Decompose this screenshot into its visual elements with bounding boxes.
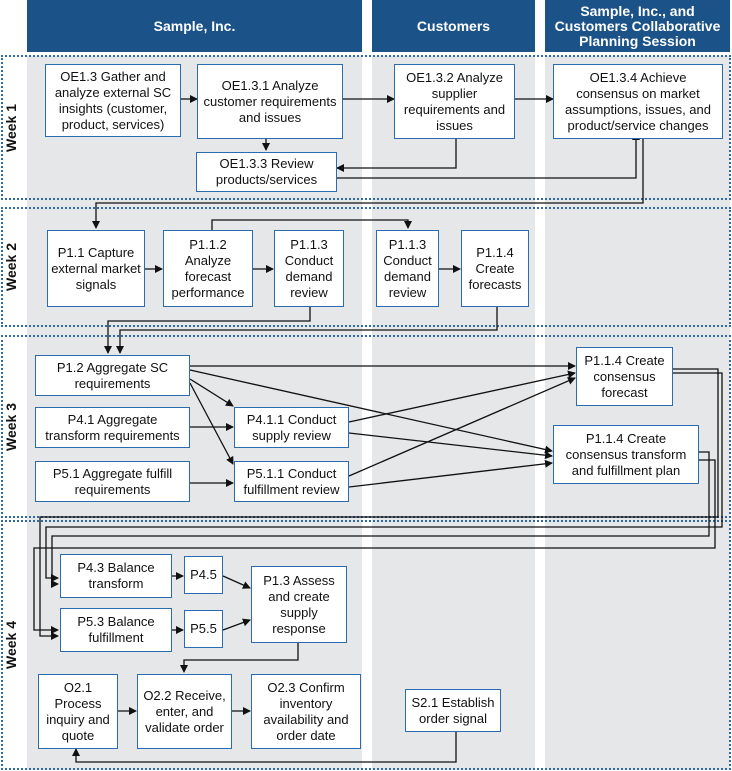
process-box-oe13: OE1.3 Gather and analyze external SC ins… <box>45 64 181 137</box>
week-band-4 <box>1 520 731 770</box>
arrow-oe132-oe133 <box>336 139 457 172</box>
process-box-p114create: P1.1.4 Create forecasts <box>461 230 529 307</box>
arrow-p113a-p12 <box>104 305 311 354</box>
process-box-p11: P1.1 Capture external market signals <box>47 230 145 307</box>
arrow-p114plan-p53 <box>33 459 716 634</box>
process-box-oe133: OE1.3.3 Review products/services <box>196 152 337 192</box>
week-band-1 <box>1 55 731 200</box>
process-box-o21: O2.1 Process inquiry and quote <box>38 674 118 749</box>
process-box-oe131: OE1.3.1 Analyze customer requirements an… <box>197 64 343 139</box>
process-box-p114consensus: P1.1.4 Create consensus forecast <box>576 347 673 406</box>
arrow-p114consensus-p43 <box>39 368 719 640</box>
arrow-p45-p13 <box>222 575 251 589</box>
arrow-p114create-p12 <box>116 307 498 354</box>
process-box-oe132: OE1.3.2 Analyze supplier requirements an… <box>394 64 515 139</box>
column-header-collaborative: Sample, Inc., and Customers Collaborativ… <box>545 0 730 52</box>
process-box-p113b: P1.1.3 Conduct demand review <box>376 230 439 307</box>
process-box-p411: P4.1.1 Conduct supply review <box>234 407 349 448</box>
arrow-oe134-p11 <box>92 139 644 229</box>
process-box-p511: P5.1.1 Conduct fulfillment review <box>234 461 349 502</box>
arrow-p12-p511 <box>189 382 234 465</box>
process-box-o23: O2.3 Confirm inventory availability and … <box>251 674 361 749</box>
week-band-2 <box>1 207 731 327</box>
arrow-p13-o22 <box>180 643 299 673</box>
process-box-p13: P1.3 Assess and create supply response <box>251 566 347 643</box>
column-header-customers: Customers <box>372 0 535 52</box>
arrow-p12-p114plan <box>189 369 553 454</box>
process-box-p53: P5.3 Balance fulfillment <box>60 608 172 652</box>
arrow-p114plan-p43 <box>51 451 710 588</box>
arrow-p411-p114consensus <box>348 370 576 423</box>
process-box-p113a: P1.1.3 Conduct demand review <box>274 230 344 307</box>
arrow-p112-p113b <box>211 219 412 230</box>
arrow-p114consensus-p53 <box>45 372 723 582</box>
arrow-s21-o21 <box>72 732 457 763</box>
process-box-p114plan: P1.1.4 Create consensus transform and fu… <box>553 425 699 484</box>
process-box-p12: P1.2 Aggregate SC requirements <box>35 355 190 396</box>
arrow-p511-p114consensus <box>348 377 576 477</box>
process-box-p43: P4.3 Balance transform <box>60 554 172 598</box>
process-box-oe134: OE1.3.4 Achieve consensus on market assu… <box>553 64 723 139</box>
arrow-oe133-oe134 <box>337 132 640 179</box>
process-box-p112: P1.1.2 Analyze forecast performance <box>163 230 253 307</box>
process-box-s21: S2.1 Establish order signal <box>405 689 501 732</box>
column-header-sample-inc: Sample, Inc. <box>27 0 362 52</box>
process-box-o22: O2.2 Receive, enter, and validate order <box>137 674 232 749</box>
arrow-p55-p13 <box>222 618 251 631</box>
arrow-p411-p114plan <box>348 432 553 460</box>
process-box-p41: P4.1 Aggregate transform requirements <box>35 407 190 448</box>
process-box-p55: P5.5 <box>184 610 223 648</box>
arrow-p511-p114plan <box>348 459 553 488</box>
process-box-p51: P5.1 Aggregate fulfill requirements <box>35 461 190 502</box>
process-box-p45: P4.5 <box>184 556 223 594</box>
arrow-p12-p411 <box>189 378 234 407</box>
lane-collaborative <box>545 56 730 770</box>
lane-customers <box>372 56 535 770</box>
